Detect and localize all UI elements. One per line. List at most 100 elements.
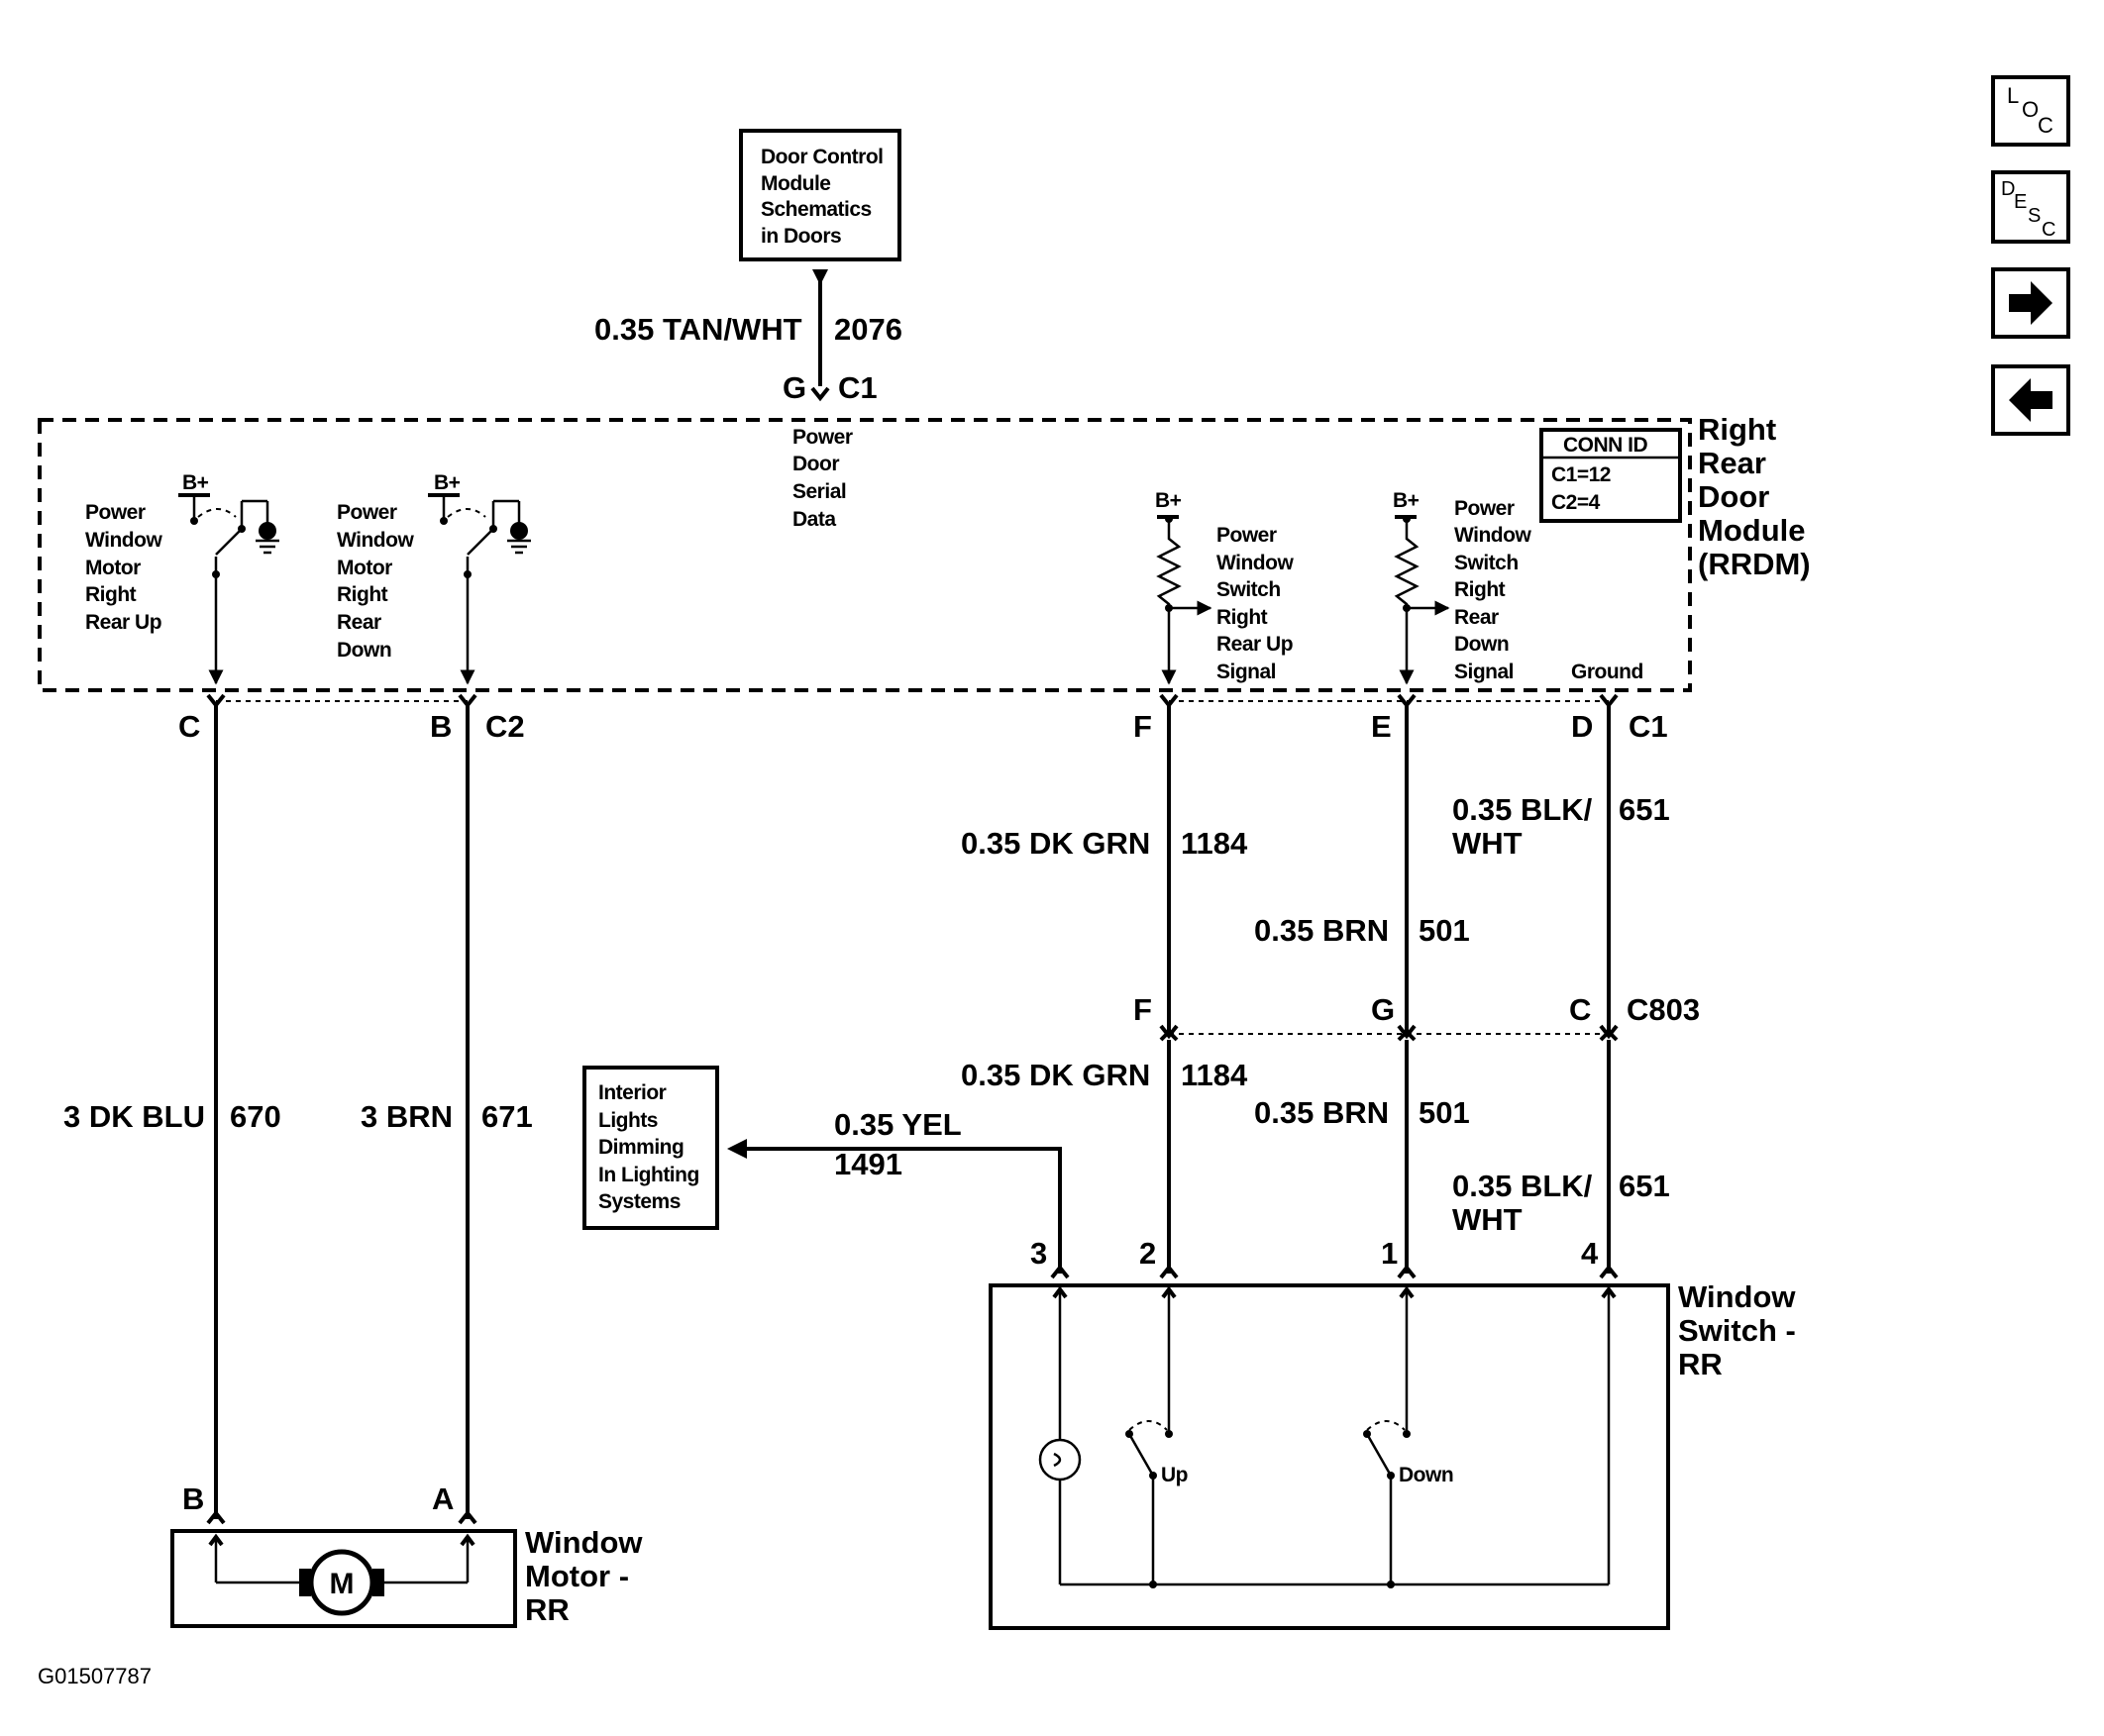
svg-text:0.35 BLK/: 0.35 BLK/ bbox=[1452, 792, 1593, 827]
svg-text:Power: Power bbox=[337, 501, 397, 524]
svg-text:D: D bbox=[2001, 178, 2015, 200]
svg-text:D: D bbox=[1571, 709, 1593, 744]
svg-text:651: 651 bbox=[1619, 1169, 1670, 1203]
svg-text:1184: 1184 bbox=[1181, 826, 1248, 861]
next-arrow-button[interactable] bbox=[1991, 267, 2070, 339]
svg-text:Down: Down bbox=[1454, 633, 1509, 656]
svg-text:Switch -: Switch - bbox=[1678, 1313, 1796, 1348]
svg-text:Right: Right bbox=[85, 583, 137, 606]
svg-text:O: O bbox=[2022, 97, 2039, 122]
svg-text:Down: Down bbox=[1399, 1464, 1453, 1486]
svg-text:C1=12: C1=12 bbox=[1551, 463, 1611, 486]
svg-text:Module: Module bbox=[1698, 513, 1806, 548]
window-motor-name: Window Motor - RR bbox=[525, 1525, 643, 1627]
svg-text:0.35 BRN: 0.35 BRN bbox=[1254, 913, 1389, 948]
svg-text:G: G bbox=[783, 370, 806, 405]
description-button[interactable]: D E S C bbox=[1991, 170, 2070, 244]
up-signal-input: B+ Power Window Switch Right Rear Up Sig… bbox=[1155, 489, 1295, 685]
svg-text:1491: 1491 bbox=[834, 1147, 902, 1181]
svg-text:501: 501 bbox=[1419, 913, 1470, 948]
svg-text:S: S bbox=[2028, 205, 2041, 227]
svg-text:RR: RR bbox=[525, 1592, 570, 1627]
svg-text:Window: Window bbox=[85, 529, 162, 552]
svg-text:Data: Data bbox=[792, 508, 836, 531]
svg-text:0.35 BLK/: 0.35 BLK/ bbox=[1452, 1169, 1593, 1203]
svg-text:Interior: Interior bbox=[598, 1081, 667, 1104]
svg-text:Window: Window bbox=[1454, 524, 1531, 547]
location-button[interactable]: L O C bbox=[1991, 75, 2070, 147]
svg-text:Motor -: Motor - bbox=[525, 1559, 629, 1593]
module-connector-pins: C B C2 F E D C1 bbox=[178, 693, 1668, 744]
svg-text:F: F bbox=[1133, 992, 1152, 1027]
conn-id-table: CONN ID C1=12 C2=4 bbox=[1539, 428, 1682, 523]
wire-2076-color: 0.35 TAN/WHT bbox=[594, 312, 802, 347]
previous-arrow-button[interactable] bbox=[1991, 364, 2070, 436]
svg-text:0.35 DK GRN: 0.35 DK GRN bbox=[961, 826, 1150, 861]
svg-text:L: L bbox=[2007, 83, 2019, 108]
svg-text:A: A bbox=[432, 1481, 454, 1516]
svg-text:501: 501 bbox=[1419, 1095, 1470, 1130]
svg-text:C: C bbox=[178, 709, 200, 744]
motor-icon bbox=[308, 1549, 375, 1616]
svg-text:Up: Up bbox=[1161, 1464, 1188, 1486]
svg-text:F: F bbox=[1133, 709, 1152, 744]
svg-text:G: G bbox=[1371, 992, 1395, 1027]
svg-text:0.35 BRN: 0.35 BRN bbox=[1254, 1095, 1389, 1130]
svg-text:0.35 YEL: 0.35 YEL bbox=[834, 1107, 962, 1142]
svg-text:Right: Right bbox=[1454, 578, 1506, 601]
svg-text:3 DK BLU: 3 DK BLU bbox=[63, 1099, 205, 1134]
svg-text:Window: Window bbox=[1216, 552, 1294, 574]
svg-text:E: E bbox=[2014, 191, 2027, 213]
svg-text:C1: C1 bbox=[1629, 709, 1668, 744]
svg-text:0.35 DK GRN: 0.35 DK GRN bbox=[961, 1058, 1150, 1092]
svg-text:Rear: Rear bbox=[337, 611, 381, 634]
window-switch-rr: Up Down bbox=[989, 1283, 1670, 1630]
svg-text:Door: Door bbox=[792, 453, 839, 475]
door-control-module-box: Door Control Module Schematics in Doors bbox=[739, 129, 901, 261]
svg-text:WHT: WHT bbox=[1452, 1202, 1523, 1237]
svg-text:CONN ID: CONN ID bbox=[1563, 434, 1648, 457]
svg-text:C1: C1 bbox=[838, 370, 878, 405]
svg-text:651: 651 bbox=[1619, 792, 1670, 827]
svg-text:1184: 1184 bbox=[1181, 1058, 1248, 1092]
svg-text:Power: Power bbox=[85, 501, 146, 524]
svg-text:Window: Window bbox=[1678, 1279, 1796, 1314]
window-switch-pins: 3 2 1 4 bbox=[1030, 1236, 1619, 1279]
svg-text:B: B bbox=[182, 1481, 204, 1516]
svg-text:Signal: Signal bbox=[1216, 661, 1276, 683]
svg-text:Right: Right bbox=[337, 583, 388, 606]
svg-text:C803: C803 bbox=[1627, 992, 1700, 1027]
svg-text:Power: Power bbox=[792, 426, 853, 449]
svg-text:B+: B+ bbox=[182, 471, 209, 494]
svg-text:670: 670 bbox=[230, 1099, 281, 1134]
rrdm-module-name: Right Rear Door Module (RRDM) bbox=[1698, 412, 1811, 581]
svg-text:RR: RR bbox=[1678, 1347, 1723, 1381]
svg-text:Switch: Switch bbox=[1454, 552, 1519, 574]
window-motor-rr: M bbox=[170, 1529, 517, 1628]
svg-text:C: C bbox=[2038, 113, 2053, 138]
svg-text:B+: B+ bbox=[1393, 489, 1420, 512]
svg-text:Door Control: Door Control bbox=[761, 146, 883, 168]
svg-text:Down: Down bbox=[337, 639, 391, 662]
right-arrow-icon bbox=[2009, 281, 2052, 325]
svg-text:Systems: Systems bbox=[598, 1190, 681, 1213]
svg-text:C: C bbox=[1569, 992, 1591, 1027]
svg-text:Right: Right bbox=[1216, 606, 1268, 629]
svg-text:(RRDM): (RRDM) bbox=[1698, 547, 1811, 581]
svg-text:Motor: Motor bbox=[337, 557, 392, 579]
c803-connector: F G C C803 bbox=[1133, 992, 1700, 1042]
svg-text:C2=4: C2=4 bbox=[1551, 491, 1601, 514]
svg-text:Window: Window bbox=[337, 529, 414, 552]
serial-data-label: Power Door Serial Data bbox=[792, 426, 853, 531]
ground-label: Ground bbox=[1571, 661, 1643, 683]
svg-text:Rear: Rear bbox=[1698, 446, 1766, 480]
svg-text:C2: C2 bbox=[485, 709, 525, 744]
rrdm-module-outline bbox=[38, 418, 1692, 692]
svg-text:Lights: Lights bbox=[598, 1109, 658, 1132]
motor-up-relay: B+ Power Window Motor Right Rear Up bbox=[85, 471, 279, 685]
svg-text:Rear Up: Rear Up bbox=[1216, 633, 1293, 656]
svg-text:M: M bbox=[330, 1568, 355, 1600]
left-arrow-icon bbox=[2009, 378, 2052, 422]
down-signal-input: B+ Power Window Switch Right Rear Down S… bbox=[1393, 489, 1532, 685]
